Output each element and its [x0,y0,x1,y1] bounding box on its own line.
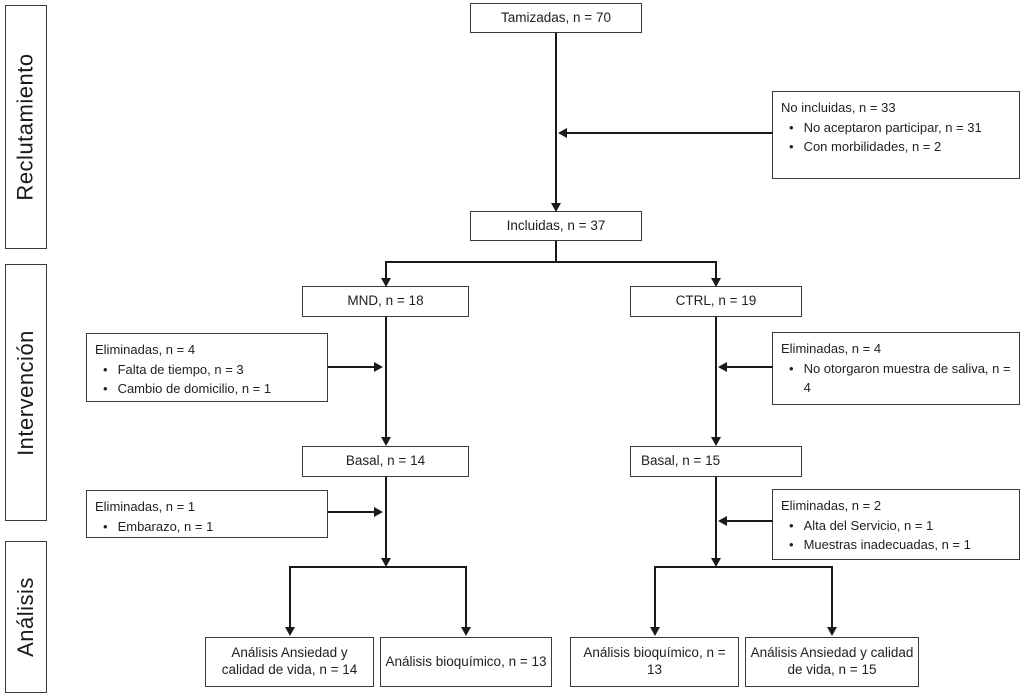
connector-ctrl-basal [715,317,717,437]
stage-recruitment: Reclutamiento [5,5,47,249]
connector-eliminadas-ctrl-1 [726,366,773,368]
arrowhead-into-mnd [381,278,391,287]
stage-intervention: Intervención [5,264,47,521]
node-tamizadas-label: Tamizadas, n = 70 [501,9,611,25]
node-analisis-ansiedad-mnd-label: Análisis Ansiedad y calidad de vida, n =… [221,645,358,677]
arrowhead-into-bioquimico-ctrl [650,627,660,636]
arrowhead-into-ctrl [711,278,721,287]
note-eliminadas-mnd-2: Eliminadas, n = 1 Embarazo, n = 1 [86,490,328,538]
connector-incluidas-split [555,241,557,262]
connector-to-bioquimico-ctrl [654,566,656,627]
arrowhead-into-incluidas [551,203,561,212]
node-tamizadas: Tamizadas, n = 70 [470,3,642,33]
node-ctrl: CTRL, n = 19 [630,286,802,317]
node-mnd-label: MND, n = 18 [347,293,424,309]
node-basal-ctrl: Basal, n = 15 [630,446,802,477]
note-eliminadas-mnd-2-bullet-1: Embarazo, n = 1 [95,517,319,537]
stage-analysis-label: Análisis [13,577,38,657]
note-no-incluidas-title: No incluidas, n = 33 [781,100,896,115]
stage-intervention-label: Intervención [13,329,39,456]
note-eliminadas-ctrl-1: Eliminadas, n = 4 No otorgaron muestra d… [772,332,1020,405]
node-analisis-ansiedad-mnd: Análisis Ansiedad y calidad de vida, n =… [205,637,374,687]
arrowhead-eliminadas-mnd-2 [374,507,383,517]
connector-basal-ctrl-analysis [715,477,717,558]
arrowhead-into-basal-mnd [381,437,391,446]
node-basal-ctrl-label: Basal, n = 15 [641,453,721,469]
node-analisis-bioquimico-mnd: Análisis bioquímico, n = 13 [380,637,552,687]
arrowhead-eliminadas-ctrl-1 [718,362,727,372]
node-analisis-ansiedad-ctrl: Análisis Ansiedad y calidad de vida, n =… [745,637,919,687]
node-mnd: MND, n = 18 [302,286,469,317]
arrowhead-eliminadas-mnd-1 [374,362,383,372]
connector-split-to-ctrl [715,261,717,278]
arrowhead-eliminadas-ctrl-2 [718,516,727,526]
node-incluidas-label: Incluidas, n = 37 [506,217,606,233]
stage-recruitment-label: Reclutamiento [13,53,39,201]
arrowhead-mnd-analysis-split [381,558,391,567]
note-no-incluidas: No incluidas, n = 33 No aceptaron partic… [772,91,1020,179]
note-eliminadas-mnd-1: Eliminadas, n = 4 Falta de tiempo, n = 3… [86,333,328,402]
note-eliminadas-mnd-2-title: Eliminadas, n = 1 [95,499,196,514]
connector-tamizadas-incluidas [555,33,557,203]
note-eliminadas-ctrl-2-title: Eliminadas, n = 2 [781,498,882,513]
note-eliminadas-ctrl-1-title: Eliminadas, n = 4 [781,341,882,356]
connector-split-to-mnd [385,261,387,278]
connector-eliminadas-mnd-2 [328,511,374,513]
connector-mnd-analysis-bar [289,566,467,568]
node-basal-mnd: Basal, n = 14 [302,446,469,477]
arrowhead-into-ansiedad-mnd [285,627,295,636]
arrowhead-into-bioquimico-mnd [461,627,471,636]
connector-mnd-basal [385,317,387,437]
connector-ctrl-analysis-bar [654,566,832,568]
node-analisis-ansiedad-ctrl-label: Análisis Ansiedad y calidad de vida, n =… [750,645,914,677]
arrowhead-into-basal-ctrl [711,437,721,446]
arrowhead-ctrl-analysis-split [711,558,721,567]
node-incluidas: Incluidas, n = 37 [470,211,642,241]
connector-basal-mnd-analysis [385,477,387,558]
node-basal-mnd-label: Basal, n = 14 [345,453,426,469]
note-no-incluidas-bullet-2: Con morbilidades, n = 2 [781,137,1011,157]
node-ctrl-label: CTRL, n = 19 [675,293,757,309]
connector-to-ansiedad-mnd [289,566,291,627]
connector-to-ansiedad-ctrl [831,566,833,627]
node-analisis-bioquimico-ctrl: Análisis bioquímico, n = 13 [570,637,739,687]
node-analisis-bioquimico-ctrl-label: Análisis bioquímico, n = 13 [583,645,726,677]
connector-eliminadas-mnd-1 [328,366,374,368]
note-no-incluidas-bullet-1: No aceptaron participar, n = 31 [781,118,1011,138]
note-eliminadas-mnd-1-bullet-2: Cambio de domicilio, n = 1 [95,379,319,399]
note-eliminadas-mnd-1-bullet-1: Falta de tiempo, n = 3 [95,360,319,380]
note-eliminadas-ctrl-2-bullet-1: Alta del Servicio, n = 1 [781,516,1011,536]
note-eliminadas-ctrl-1-bullet-1: No otorgaron muestra de saliva, n = 4 [781,359,1011,398]
connector-to-bioquimico-mnd [465,566,467,627]
connector-eliminadas-ctrl-2 [726,520,773,522]
connector-split-bar [385,261,717,263]
arrowhead-no-incluidas [558,128,567,138]
stage-analysis: Análisis [5,541,47,693]
note-eliminadas-ctrl-2: Eliminadas, n = 2 Alta del Servicio, n =… [772,489,1020,560]
node-analisis-bioquimico-mnd-label: Análisis bioquímico, n = 13 [385,653,547,669]
note-eliminadas-ctrl-2-bullet-2: Muestras inadecuadas, n = 1 [781,535,1011,555]
note-eliminadas-mnd-1-title: Eliminadas, n = 4 [95,342,196,357]
connector-no-incluidas [566,132,773,134]
arrowhead-into-ansiedad-ctrl [827,627,837,636]
